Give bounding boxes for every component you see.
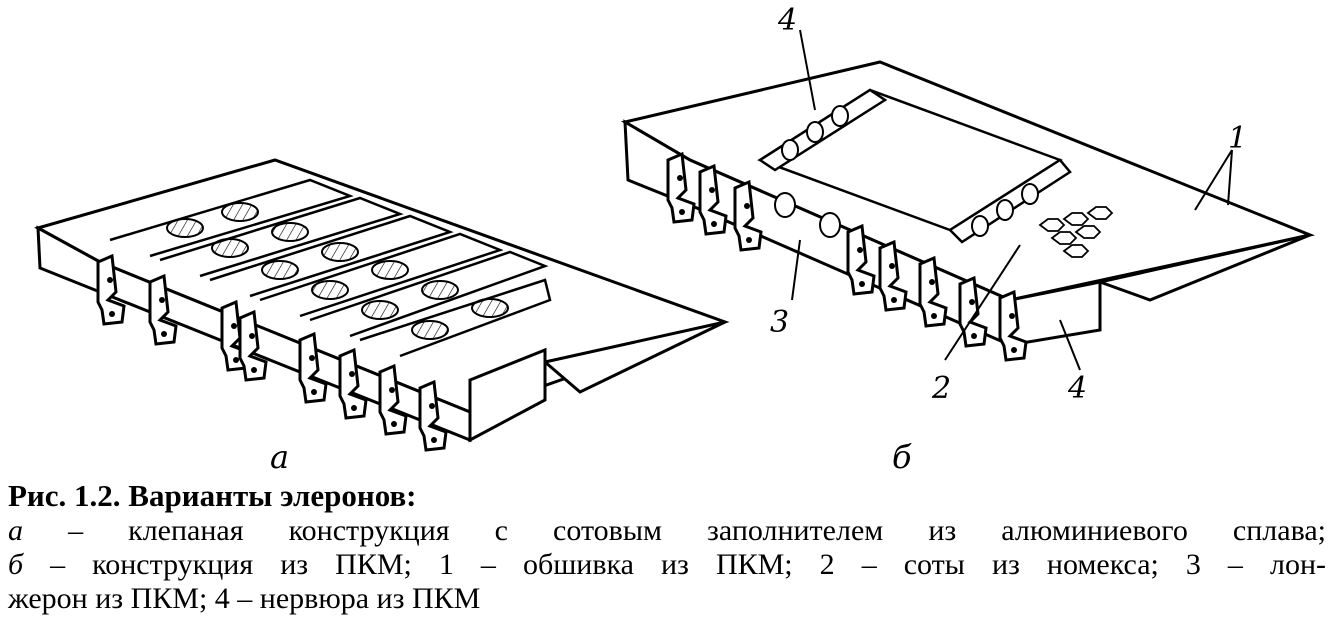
caption-line-a: а – клепаная конструкция с сотовым запол… bbox=[8, 514, 1326, 548]
caption-line-c: жерон из ПКМ; 4 – нервюра из ПКМ bbox=[8, 582, 481, 615]
callout-3: 3 bbox=[770, 305, 789, 340]
callout-4-bottom: 4 bbox=[1067, 371, 1087, 406]
honeycomb-core bbox=[1038, 206, 1114, 258]
caption-line-b: б – конструкция из ПКМ; 1 – обшивка из П… bbox=[8, 548, 1326, 582]
aileron-a-riveted bbox=[34, 158, 730, 452]
caption-title: Рис. 1.2. Варианты элеронов: bbox=[8, 478, 417, 513]
caption-key-b: б bbox=[8, 548, 24, 581]
aileron-b-composite bbox=[621, 29, 1316, 371]
caption-text-a: – клепаная конструкция с сотовым заполни… bbox=[23, 514, 1326, 547]
callout-4-top: 4 bbox=[777, 3, 797, 38]
callout-1: 1 bbox=[1228, 121, 1247, 156]
sublabel-a: а bbox=[270, 438, 289, 476]
caption-text-b: – конструкция из ПКМ; 1 – обшивка из ПКМ… bbox=[23, 548, 1326, 581]
figure-caption: Рис. 1.2. Варианты элеронов: а – клепана… bbox=[8, 478, 1326, 616]
sublabel-b: б bbox=[892, 438, 912, 476]
caption-key-a: а bbox=[8, 514, 23, 547]
aileron-diagram: 4 1 3 2 4 а б bbox=[34, 3, 1316, 476]
callout-2: 2 bbox=[931, 371, 951, 406]
